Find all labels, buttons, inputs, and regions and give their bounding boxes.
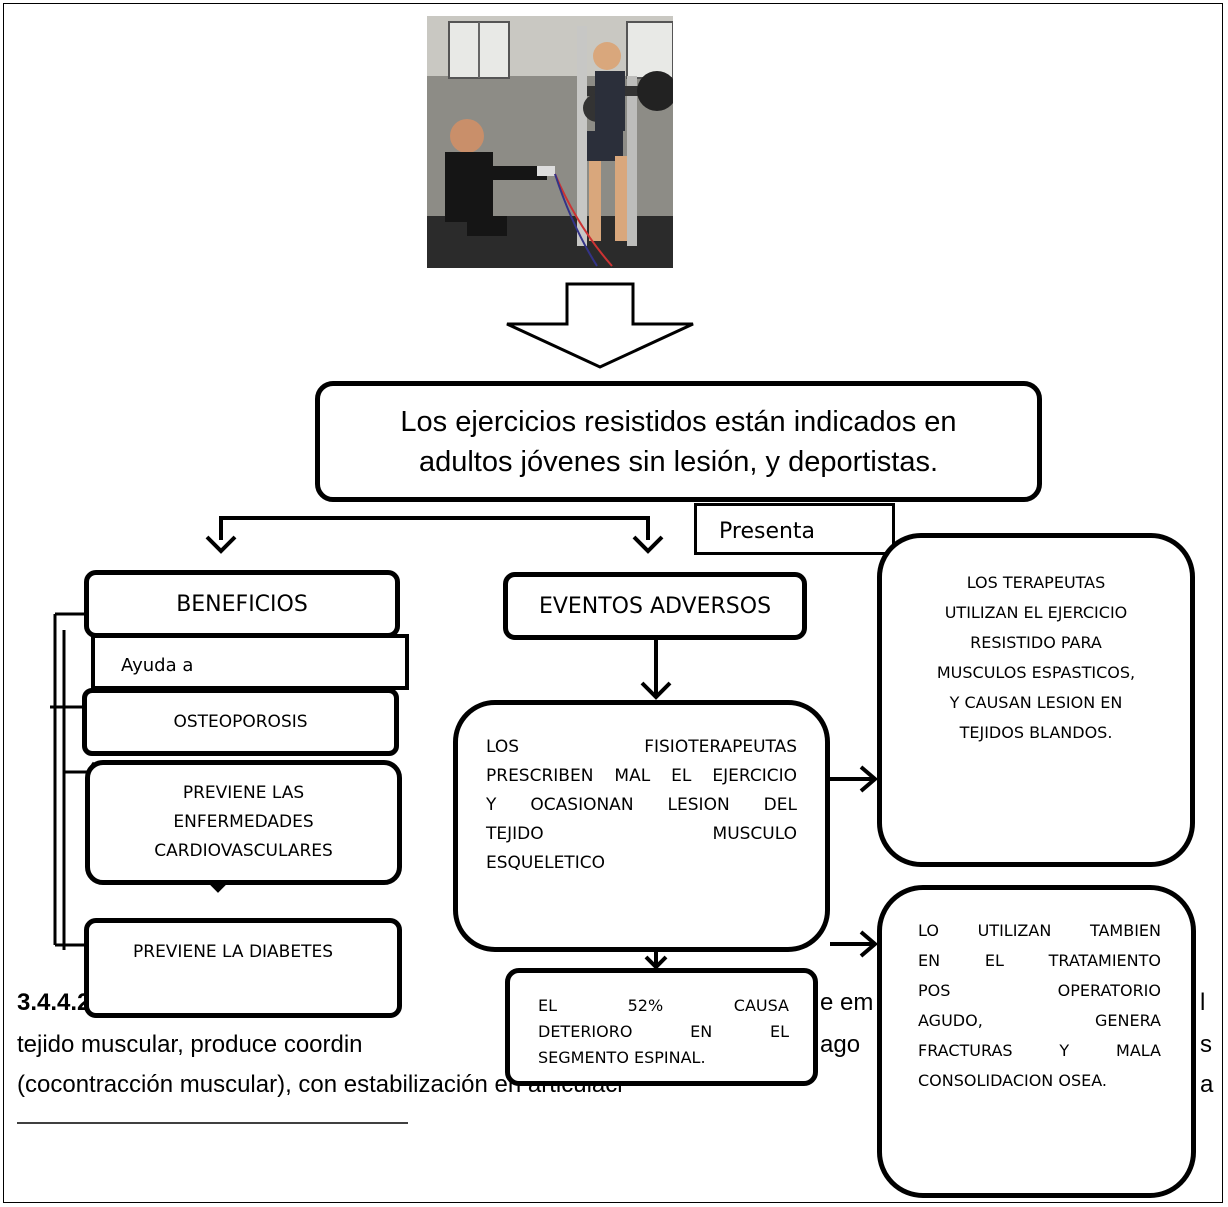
ayuda-label: Ayuda a	[121, 655, 194, 676]
eventos-adversos-title: EVENTOS ADVERSOS	[538, 593, 772, 619]
beneficios-box: BENEFICIOS	[84, 570, 400, 638]
presenta-label: Presenta	[719, 519, 816, 544]
postop-line-4: AGUDO, GENERA	[918, 1011, 1161, 1030]
stat-line-2: DETERIORO EN EL	[538, 1022, 789, 1041]
down-arrow-icon	[506, 282, 694, 369]
postop-line-1: LO UTILIZAN TAMBIEN	[918, 921, 1161, 940]
body-line1-end: l	[1200, 989, 1206, 1016]
statistic-box: EL 52% CAUSA DETERIORO EN EL SEGMENTO ES…	[505, 968, 818, 1086]
fisio-line-2: PRESCRIBEN MAL EL EJERCICIO	[486, 766, 797, 786]
body-line1-tail: e em	[820, 989, 874, 1016]
terapeutas-line-2: UTILIZAN EL EJERCICIO	[944, 603, 1128, 622]
body-line2-end: s	[1200, 1031, 1212, 1058]
fisio-line-1: LOS FISIOTERAPEUTAS	[486, 737, 797, 757]
terapeutas-box: LOS TERAPEUTAS UTILIZAN EL EJERCICIO RES…	[877, 533, 1195, 867]
stat-line-1: EL 52% CAUSA	[538, 996, 789, 1015]
diabetes-text: PREVIENE LA DIABETES	[133, 942, 333, 962]
fisio-line-3: Y OCASIONAN LESION DEL	[486, 795, 797, 815]
stat-line-3: SEGMENTO ESPINAL.	[538, 1048, 706, 1067]
ayuda-label-box: Ayuda a	[91, 634, 409, 690]
terapeutas-line-4: MUSCULOS ESPASTICOS,	[936, 663, 1136, 682]
terapeutas-line-3: RESISTIDO PARA	[970, 633, 1102, 652]
presenta-label-box: Presenta	[694, 503, 895, 555]
main-statement-box: Los ejercicios resistidos están indicado…	[315, 381, 1042, 502]
fisio-line-4: TEJIDO MUSCULO	[486, 824, 797, 844]
postoperatorio-box: LO UTILIZAN TAMBIEN EN EL TRATAMIENTO PO…	[877, 885, 1196, 1198]
page-frame	[3, 3, 1223, 1203]
beneficios-title: BENEFICIOS	[176, 591, 308, 617]
fisioterapeutas-box: LOS FISIOTERAPEUTAS PRESCRIBEN MAL EL EJ…	[453, 700, 830, 952]
body-line2-mid: ago	[820, 1031, 861, 1058]
osteoporosis-text: OSTEOPOROSIS	[173, 712, 308, 732]
postop-line-6: CONSOLIDACION OSEA.	[918, 1071, 1107, 1090]
postop-line-2: EN EL TRATAMIENTO	[918, 951, 1161, 970]
fisio-line-5: ESQUELETICO	[486, 853, 605, 873]
terapeutas-line-6: TEJIDOS BLANDOS.	[959, 723, 1113, 742]
diabetes-box: PREVIENE LA DIABETES	[84, 918, 402, 1018]
cardiovasculares-box: PREVIENE LAS ENFERMEDADES CARDIOVASCULAR…	[85, 760, 402, 885]
main-statement-text: Los ejercicios resistidos están indicado…	[400, 405, 957, 478]
body-line3-end: a	[1200, 1071, 1214, 1098]
terapeutas-line-5: Y CAUSAN LESION EN	[949, 693, 1123, 712]
terapeutas-line-1: LOS TERAPEUTAS	[966, 573, 1106, 592]
postop-line-5: FRACTURAS Y MALA	[918, 1041, 1161, 1060]
eventos-adversos-box: EVENTOS ADVERSOS	[503, 572, 807, 640]
gym-photo	[427, 16, 673, 268]
osteoporosis-box: OSTEOPOROSIS	[82, 688, 399, 756]
postop-line-3: POS OPERATORIO	[918, 981, 1161, 1000]
cardiovasculares-text: PREVIENE LAS ENFERMEDADES CARDIOVASCULAR…	[154, 783, 333, 861]
